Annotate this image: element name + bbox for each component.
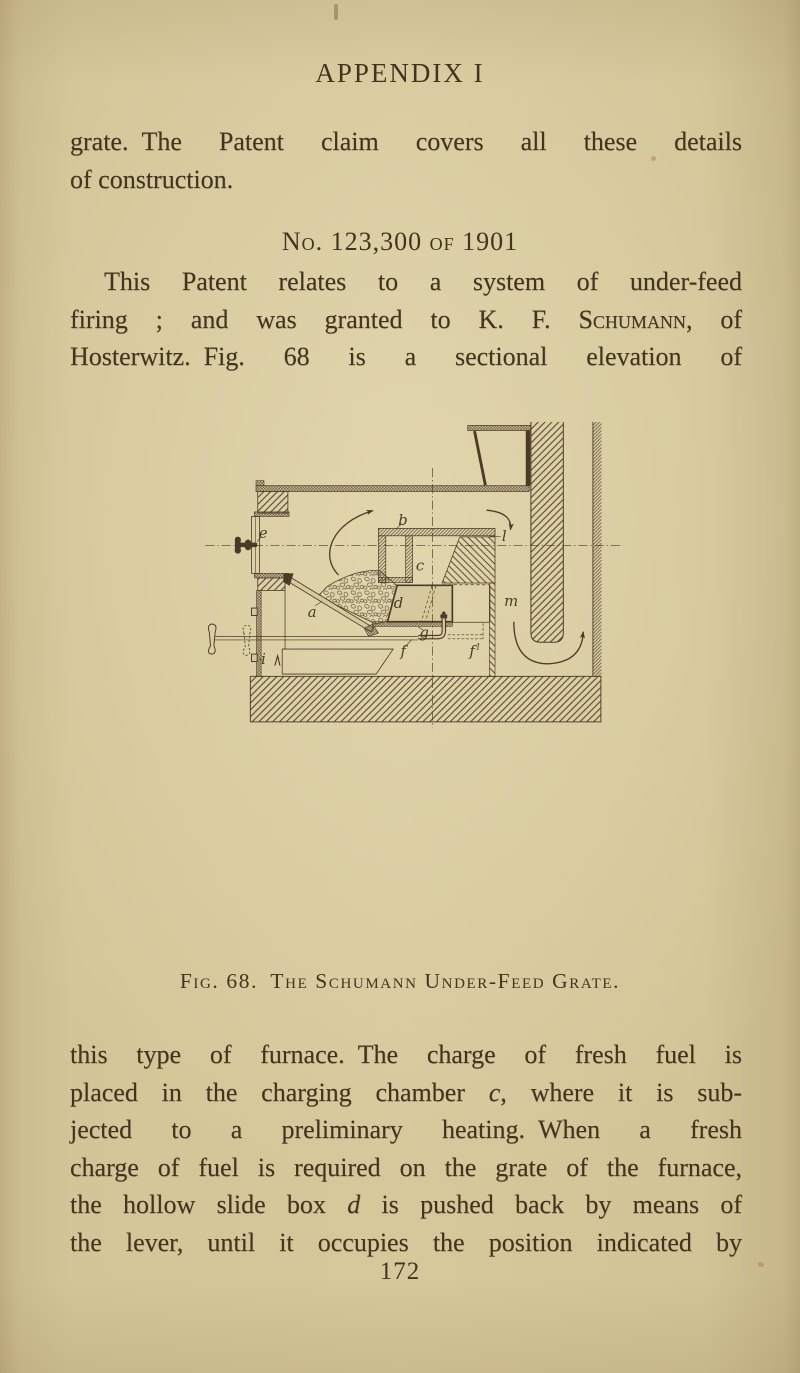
patent-number-heading: No. 123,300 of 1901 <box>281 227 519 256</box>
page-number: 172 <box>379 1258 421 1285</box>
pipe-alt-position-dashed <box>447 623 484 640</box>
body-text-line: placed in the charging chamber c, where … <box>70 1077 742 1107</box>
pusher-dashed-lines <box>421 585 437 622</box>
slide-box-alt-position <box>452 585 491 623</box>
right-outer-wall <box>592 421 602 677</box>
figure-label-g: g <box>419 625 428 642</box>
ash-box <box>281 648 394 675</box>
foundation-block <box>249 675 602 723</box>
body-text-line: the lever, until it occupies the positio… <box>70 1227 742 1257</box>
paragraph-1: grate. The Patent claim covers all these… <box>70 123 742 198</box>
grate-floor <box>372 621 453 627</box>
figure-68-drawing: a b c d e f f1 g i l m <box>205 421 624 729</box>
body-text-line: of construction. <box>70 164 234 194</box>
paragraph-3: this type of furnace. The charge of fres… <box>70 1036 742 1261</box>
lever-rod <box>214 636 419 641</box>
figure-label-f1: f1 <box>468 643 480 660</box>
feed-pipe <box>418 618 447 640</box>
ceiling-plate <box>255 480 530 492</box>
flue-pillar <box>530 421 564 643</box>
lever-handle-alt-dashed <box>242 624 252 656</box>
paper-speck <box>334 4 338 20</box>
arrowheads <box>365 510 586 639</box>
label-leaders <box>256 523 501 660</box>
left-wall <box>250 491 290 677</box>
body-text-line: Hosterwitz. Fig. 68 is a sectional eleva… <box>70 342 742 371</box>
figure-label-l: l <box>502 528 507 545</box>
paragraph-2: This Patent relates to a system of under… <box>70 263 742 376</box>
figure-caption: Fig. 68. The Schumann Under-Feed Grate. <box>179 969 621 993</box>
figure-label-b: b <box>398 512 407 529</box>
body-text-line: firing ; and was granted to K. F. Schuma… <box>70 304 742 334</box>
body-text-line: this type of furnace. The charge of fres… <box>70 1040 742 1069</box>
body-text-line: charge of fuel is required on the grate … <box>70 1152 742 1182</box>
body-text-line: jected to a preliminary heating. When a … <box>70 1115 742 1144</box>
figure-label-i: i <box>261 651 266 668</box>
centerlines <box>205 468 624 729</box>
index-caret <box>274 653 281 666</box>
lever-handle <box>207 623 217 655</box>
body-text-line: grate. The Patent claim covers all these… <box>70 127 742 156</box>
figure-label-d: d <box>394 595 403 612</box>
figure-label-m: m <box>504 593 518 610</box>
feed-hopper <box>467 425 532 486</box>
figure-label-a: a <box>308 604 317 621</box>
body-text-line: This Patent relates to a system of under… <box>104 267 742 296</box>
slide-box-bolt <box>440 611 448 619</box>
page-title: APPENDIX I <box>315 58 485 88</box>
figure-label-e: e <box>259 525 268 542</box>
charging-chamber <box>378 528 496 677</box>
door-handle <box>234 536 258 554</box>
figure-label-c: c <box>416 558 424 575</box>
body-text-line: the hollow slide box d is pushed back by… <box>70 1190 742 1219</box>
figure-label-f: f <box>400 643 409 660</box>
